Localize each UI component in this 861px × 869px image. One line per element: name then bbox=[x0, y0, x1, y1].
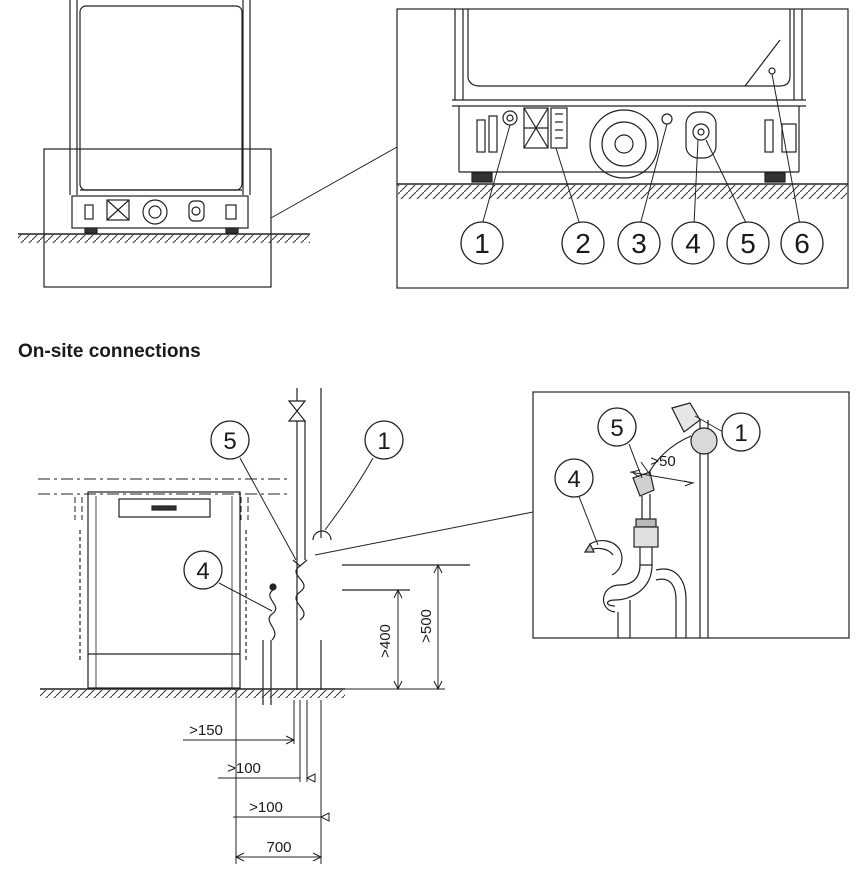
callout-label: 6 bbox=[794, 228, 810, 259]
hoses bbox=[262, 559, 308, 705]
countertop-lines bbox=[38, 478, 290, 520]
detail-callout-2: 2 bbox=[561, 221, 605, 265]
callout-label: 3 bbox=[631, 228, 647, 259]
detail-callout-1: 1 bbox=[460, 221, 504, 265]
detail-callout-5: 5 bbox=[726, 221, 770, 265]
inset-callout-5: 5 bbox=[597, 407, 637, 447]
inset-callout-1: 1 bbox=[721, 412, 761, 452]
site-callout-leaders bbox=[218, 457, 374, 612]
dim-height-400: >400 bbox=[377, 624, 394, 658]
inset-clearance-label: >50 bbox=[650, 453, 675, 470]
detail-callout-4: 4 bbox=[671, 221, 715, 265]
height-dimensions bbox=[345, 563, 445, 691]
callout-label: 5 bbox=[223, 428, 236, 455]
site-callout-4: 4 bbox=[183, 550, 223, 590]
detail-view bbox=[396, 8, 849, 289]
dim-100-b: >100 bbox=[249, 799, 283, 816]
water-supply-pipe bbox=[287, 388, 470, 690]
inset-callout-4: 4 bbox=[554, 458, 594, 498]
callout-label: 5 bbox=[610, 415, 623, 442]
callout-label: 4 bbox=[685, 228, 701, 259]
callout-label: 5 bbox=[740, 228, 756, 259]
dim-100-a: >100 bbox=[227, 760, 261, 777]
inset-detail: >50 5 4 1 bbox=[532, 391, 850, 639]
dim-150: >150 bbox=[189, 722, 223, 739]
callout-label: 2 bbox=[575, 228, 591, 259]
callout-label: 1 bbox=[734, 420, 747, 447]
dim-700: 700 bbox=[266, 839, 291, 856]
floor-site bbox=[40, 688, 345, 698]
dishwasher-overview bbox=[43, 0, 272, 288]
detail-callout-6: 6 bbox=[780, 221, 824, 265]
inset-leader bbox=[314, 511, 534, 556]
site-callout-5: 5 bbox=[210, 420, 250, 460]
floor-overview bbox=[18, 233, 310, 243]
callout-label: 4 bbox=[567, 466, 580, 493]
appliance-front bbox=[79, 491, 247, 689]
detail-leaders bbox=[481, 73, 801, 226]
width-dimensions bbox=[183, 690, 330, 864]
callout-label: 4 bbox=[196, 558, 209, 585]
callout-label: 1 bbox=[474, 228, 490, 259]
dim-height-500: >500 bbox=[418, 609, 435, 643]
detail-floor-hatch bbox=[398, 185, 847, 199]
detail-callout-3: 3 bbox=[617, 221, 661, 265]
section-heading: On-site connections bbox=[18, 341, 201, 362]
detail-leader bbox=[270, 146, 398, 219]
callout-label: 1 bbox=[377, 428, 390, 455]
site-callout-1: 1 bbox=[364, 420, 404, 460]
